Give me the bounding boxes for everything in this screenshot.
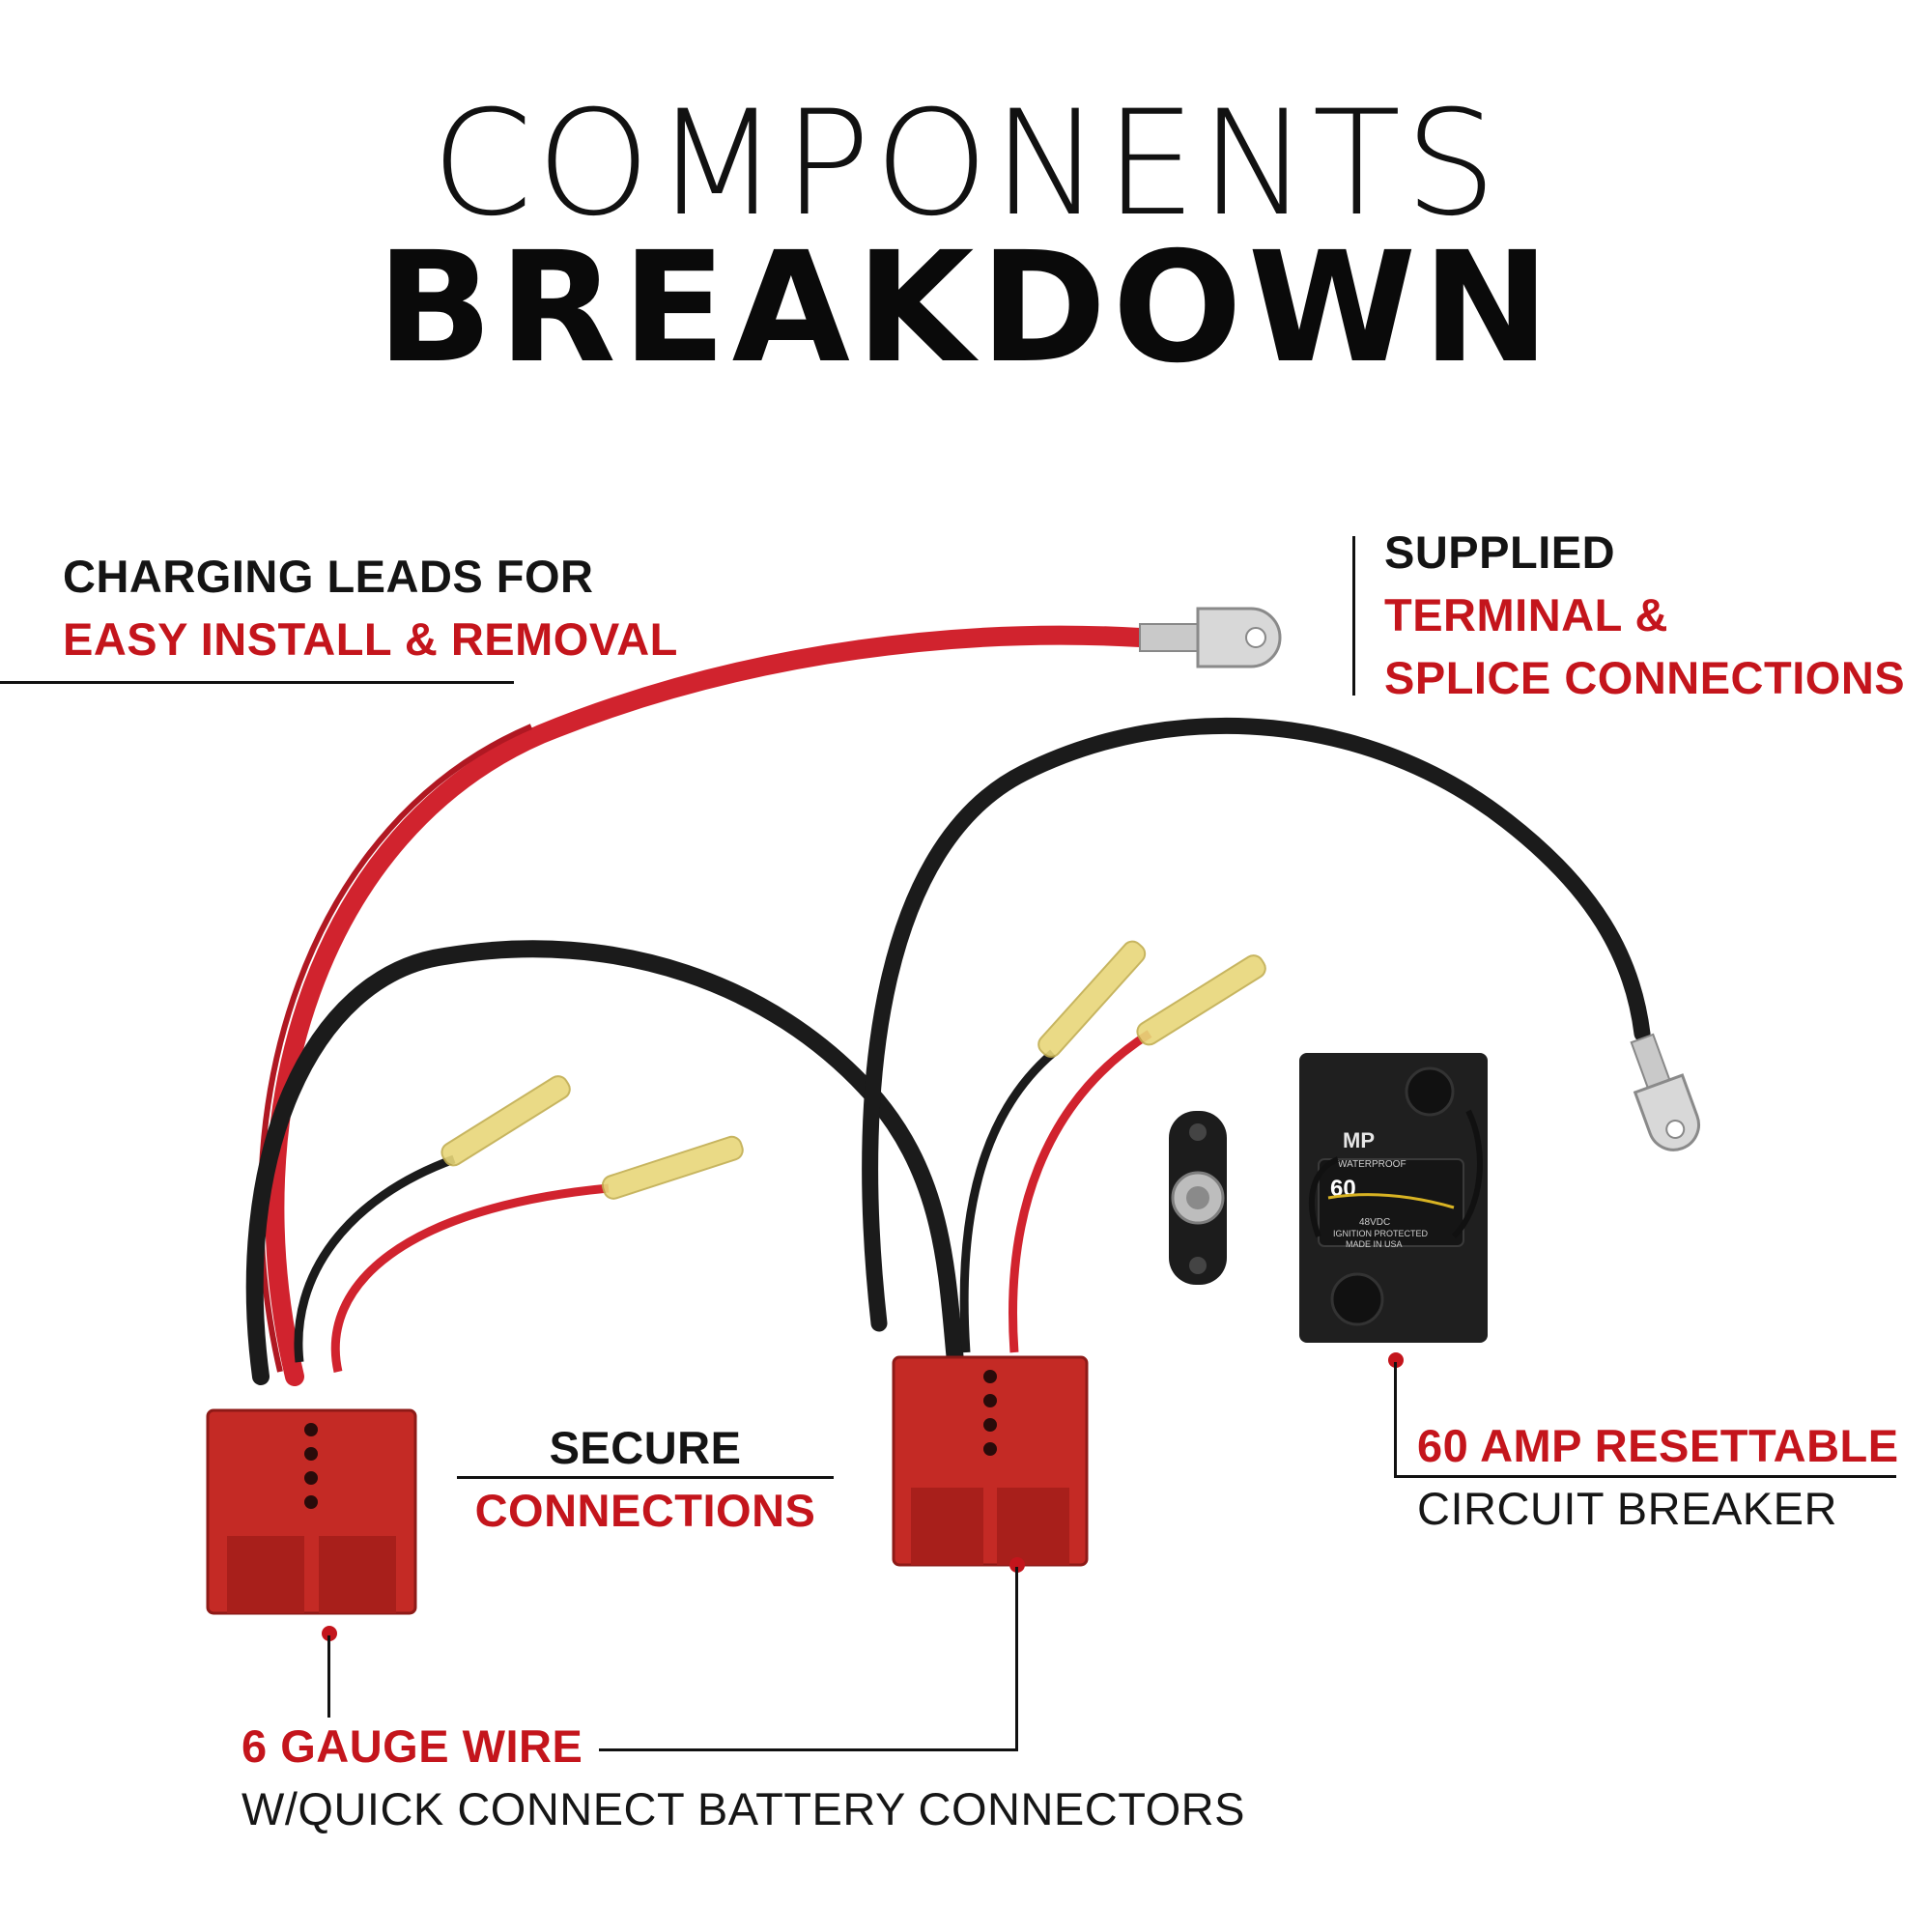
thin-red-lead-left xyxy=(330,1183,610,1373)
ring-terminal-right xyxy=(1630,1033,1700,1151)
butt-splice-right-1 xyxy=(1037,940,1147,1058)
breaker-brand: MP xyxy=(1343,1128,1375,1152)
callout-charging-leads: CHARGING LEADS FOR EASY INSTALL & REMOVA… xyxy=(63,546,678,671)
breaker-text-3: MADE IN USA xyxy=(1346,1239,1403,1249)
terminal-post xyxy=(1169,1111,1227,1285)
callout-gauge-wire: 6 GAUGE WIRE W/QUICK CONNECT BATTERY CON… xyxy=(242,1716,1245,1841)
callout-wire-leader-left xyxy=(327,1635,330,1718)
callout-secure-underline xyxy=(457,1476,834,1479)
callout-charging-underline xyxy=(0,681,514,684)
callout-charging-line-1: CHARGING LEADS FOR xyxy=(63,551,594,602)
red-charging-lead xyxy=(265,625,1150,1386)
callout-wire-dot-left xyxy=(322,1626,337,1641)
circuit-breaker: MP WATERPROOF 60 48VDC IGNITION PROTECTE… xyxy=(1299,1053,1488,1343)
butt-splice-left-2 xyxy=(601,1135,744,1200)
thin-black-lead-right xyxy=(959,1049,1056,1353)
black-lead-left xyxy=(245,940,965,1385)
breaker-waterproof: WATERPROOF xyxy=(1338,1159,1406,1170)
callout-supplied-line-3: SPLICE CONNECTIONS xyxy=(1384,651,1906,703)
battery-connector-right xyxy=(892,1355,1089,1567)
callout-circuit-breaker: 60 AMP RESETTABLE CIRCUIT BREAKER xyxy=(1417,1415,1899,1541)
battery-connector-left xyxy=(206,1408,417,1615)
black-cable-long xyxy=(862,717,1651,1332)
thin-black-lead-left xyxy=(294,1154,456,1363)
callout-supplied-line-2: TERMINAL & xyxy=(1384,588,1668,640)
callout-supplied-terminals: SUPPLIED TERMINAL & SPLICE CONNECTIONS xyxy=(1384,522,1905,710)
callout-charging-line-2: EASY INSTALL & REMOVAL xyxy=(63,612,678,665)
callout-supplied-divider xyxy=(1352,536,1355,696)
callout-breaker-underline xyxy=(1394,1475,1896,1478)
callout-supplied-line-1: SUPPLIED xyxy=(1384,526,1616,578)
callout-breaker-dot xyxy=(1388,1352,1404,1368)
callout-secure-line-2: CONNECTIONS xyxy=(474,1484,816,1536)
callout-wire-leader-right xyxy=(1015,1567,1018,1750)
breaker-text-2: IGNITION PROTECTED xyxy=(1333,1229,1429,1238)
butt-splice-right-2 xyxy=(1136,954,1266,1046)
callout-wire-dot-right xyxy=(1009,1557,1025,1573)
callout-breaker-line-2: CIRCUIT BREAKER xyxy=(1417,1482,1837,1534)
title-line-1: COMPONENTS xyxy=(431,80,1501,248)
title-line-2: BREAKDOWN xyxy=(376,219,1556,397)
callout-wire-connector xyxy=(599,1748,1018,1751)
ring-terminal-top xyxy=(1139,607,1282,668)
callout-wire-line-1: 6 GAUGE WIRE xyxy=(242,1720,583,1772)
breaker-text-1: 48VDC xyxy=(1359,1217,1390,1228)
callout-breaker-line-1: 60 AMP RESETTABLE xyxy=(1417,1420,1899,1471)
callout-secure-connections: SECURE CONNECTIONS xyxy=(457,1417,834,1543)
thin-red-lead-right xyxy=(1009,1030,1152,1353)
callout-wire-line-2: W/QUICK CONNECT BATTERY CONNECTORS xyxy=(242,1782,1245,1834)
callout-breaker-leader xyxy=(1394,1362,1397,1476)
butt-splice-left-1 xyxy=(440,1075,571,1167)
callout-secure-line-1: SECURE xyxy=(549,1422,742,1473)
